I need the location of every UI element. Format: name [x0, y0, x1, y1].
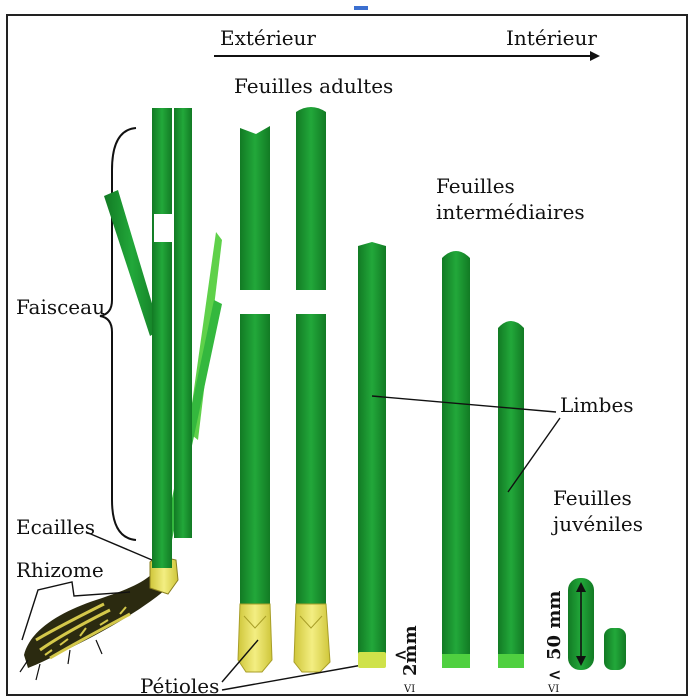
scale-2mm: 2mm < VI	[394, 625, 421, 695]
scale-50mm-lt: <	[548, 665, 561, 684]
scale-2mm-lt: <	[394, 645, 407, 664]
bundle-plant	[20, 108, 222, 680]
juvenile-leaves-label-1: Feuilles	[553, 486, 632, 510]
scale-2mm-vi: VI	[403, 684, 415, 695]
adult-leaf-1	[238, 126, 272, 672]
intermediate-leaf-3	[498, 321, 524, 668]
scale-50mm-label: 50 mm	[544, 591, 565, 660]
limbs-label: Limbes	[560, 393, 634, 417]
scale-50mm: 50 mm < VI	[544, 591, 565, 695]
intermediate-leaf-1	[358, 242, 386, 668]
bundle-label: Faisceau	[16, 295, 105, 319]
scale-50mm-vi: VI	[547, 684, 559, 695]
juvenile-leaves-label-2: juvéniles	[551, 512, 643, 536]
interior-label: Intérieur	[506, 26, 597, 50]
petioles-label: Pétioles	[140, 674, 219, 698]
bundle-brace	[100, 128, 136, 540]
juvenile-leaf-2	[604, 628, 626, 670]
direction-arrow	[214, 51, 600, 61]
intermediate-leaves-label-1: Feuilles	[436, 174, 515, 198]
intermediate-leaves-label-2: intermédiaires	[436, 200, 585, 224]
juvenile-leaf-1	[568, 578, 594, 670]
adult-leaf-2	[294, 107, 330, 672]
adult-leaves-label: Feuilles adultes	[234, 74, 393, 98]
intermediate-leaf-2	[442, 251, 470, 668]
exterior-label: Extérieur	[220, 26, 316, 50]
rhizome-label: Rhizome	[16, 558, 104, 582]
scales-label: Ecailles	[16, 515, 95, 539]
